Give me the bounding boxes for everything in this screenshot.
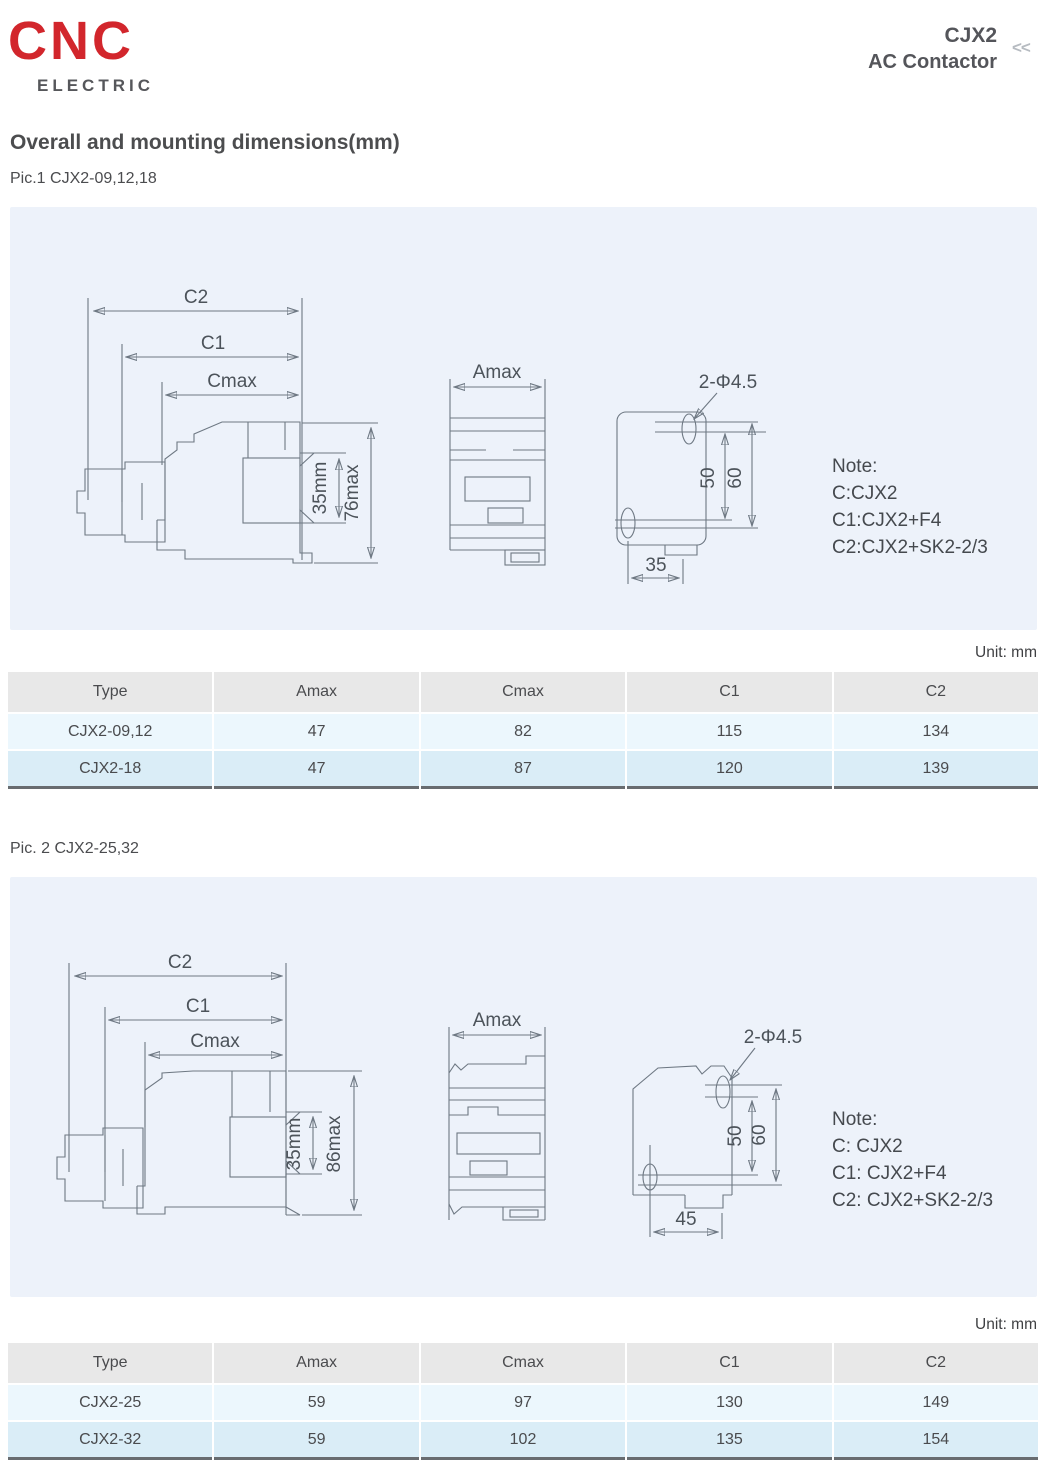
cell-amax: 47 (214, 751, 419, 789)
dim-label-rail-width: 35mm (310, 462, 331, 515)
dim-label-amax: Amax (473, 362, 522, 383)
dimensions-table-1: Type Amax Cmax C1 C2 CJX2-09,12 47 82 11… (8, 672, 1039, 791)
col-header-c2: C2 (833, 1343, 1039, 1383)
dimensions-table-2: Type Amax Cmax C1 C2 CJX2-25 59 97 130 1… (8, 1343, 1039, 1462)
cell-cmax: 102 (420, 1422, 626, 1460)
figure1-caption: Pic.1 CJX2-09,12,18 (10, 170, 157, 187)
table-header-row: Type Amax Cmax C1 C2 (8, 1343, 1039, 1383)
product-header: CJX2 AC Contactor (700, 24, 997, 74)
figure2-mounting-view: 50 60 45 2-Φ4.5 (632, 1027, 802, 1239)
note-line: C:CJX2 (832, 483, 897, 504)
col-header-amax: Amax (214, 672, 419, 712)
table-row: CJX2-09,12 47 82 115 134 (8, 714, 1039, 749)
col-header-type: Type (8, 1343, 213, 1383)
figure2-note: Note: C: CJX2 C1: CJX2+F4 C2: CJX2+SK2-2… (832, 1109, 993, 1211)
figure1-front-view: Amax (449, 362, 546, 566)
table-header-row: Type Amax Cmax C1 C2 (8, 672, 1039, 712)
dim-label-cmax: Cmax (190, 1031, 240, 1052)
dim-label-hole-span: 50 (725, 1125, 746, 1146)
figure1-side-view: C2 C1 Cmax 35mm (76, 287, 378, 564)
dim-label-height-span: 60 (725, 467, 746, 488)
figure2-side-view: C2 C1 Cmax 35mm (56, 952, 362, 1216)
dim-label-base-width: 45 (675, 1209, 696, 1230)
cell-c2: 154 (833, 1422, 1039, 1460)
dim-label-total-height: 86max (324, 1115, 345, 1173)
dim-label-holes: 2-Φ4.5 (744, 1027, 802, 1048)
dim-label-c2: C2 (184, 287, 208, 308)
product-name: AC Contactor (868, 51, 997, 73)
figure1-drawing: C2 C1 Cmax 35mm (76, 287, 988, 584)
dim-label-c1: C1 (186, 996, 210, 1017)
table-row: CJX2-18 47 87 120 139 (8, 751, 1039, 789)
cell-c2: 139 (833, 751, 1039, 789)
figure1-mounting-view: 50 60 35 2-Φ4.5 (615, 372, 766, 584)
dim-label-total-height: 76max (342, 464, 363, 522)
note-line: C1: CJX2+F4 (832, 1163, 947, 1184)
page-title: Overall and mounting dimensions(mm) (10, 131, 400, 154)
table-row: CJX2-32 59 102 135 154 (8, 1422, 1039, 1460)
cell-c2: 134 (833, 714, 1039, 749)
figure1-note: Note: C:CJX2 C1:CJX2+F4 C2:CJX2+SK2-2/3 (832, 456, 988, 558)
dim-label-rail-width: 35mm (284, 1118, 305, 1171)
product-code: CJX2 (944, 24, 997, 47)
figure2-front-view: Amax (448, 1010, 546, 1221)
collapse-icon[interactable]: << (1012, 38, 1031, 57)
dim-label-c2: C2 (168, 952, 192, 973)
figure2-drawing-panel: C2 C1 Cmax 35mm (10, 877, 1037, 1297)
col-header-c1: C1 (627, 1343, 832, 1383)
col-header-type: Type (8, 672, 213, 712)
figure1-drawing-panel: C2 C1 Cmax 35mm (10, 207, 1037, 630)
note-line: C1:CJX2+F4 (832, 510, 942, 531)
cell-c2: 149 (833, 1385, 1039, 1420)
dim-label-cmax: Cmax (207, 371, 257, 392)
dim-label-amax: Amax (473, 1010, 522, 1031)
figure2-drawing: C2 C1 Cmax 35mm (56, 952, 993, 1239)
unit-label: Unit: mm (975, 644, 1037, 661)
col-header-cmax: Cmax (420, 1343, 626, 1383)
cell-type: CJX2-18 (8, 751, 213, 789)
figure2-caption: Pic. 2 CJX2-25,32 (10, 840, 139, 857)
col-header-amax: Amax (214, 1343, 419, 1383)
brand-logo-subtitle: ELECTRIC (37, 76, 154, 95)
dim-label-hole-span: 50 (698, 467, 719, 488)
col-header-c2: C2 (833, 672, 1039, 712)
note-line: C: CJX2 (832, 1136, 903, 1157)
cell-amax: 59 (214, 1385, 419, 1420)
col-header-c1: C1 (627, 672, 832, 712)
brand-logo: CNC (8, 11, 134, 71)
cell-cmax: 97 (420, 1385, 626, 1420)
note-title: Note: (832, 456, 877, 477)
dim-label-holes: 2-Φ4.5 (699, 372, 757, 393)
cell-cmax: 82 (420, 714, 626, 749)
note-line: C2: CJX2+SK2-2/3 (832, 1190, 993, 1211)
cell-type: CJX2-25 (8, 1385, 213, 1420)
cell-type: CJX2-09,12 (8, 714, 213, 749)
cell-amax: 59 (214, 1422, 419, 1460)
cell-c1: 115 (627, 714, 832, 749)
cell-amax: 47 (214, 714, 419, 749)
dim-label-c1: C1 (201, 333, 225, 354)
table-row: CJX2-25 59 97 130 149 (8, 1385, 1039, 1420)
cell-cmax: 87 (420, 751, 626, 789)
note-title: Note: (832, 1109, 877, 1130)
dim-label-height-span: 60 (749, 1124, 770, 1145)
cell-type: CJX2-32 (8, 1422, 213, 1460)
cell-c1: 120 (627, 751, 832, 789)
cell-c1: 130 (627, 1385, 832, 1420)
col-header-cmax: Cmax (420, 672, 626, 712)
note-line: C2:CJX2+SK2-2/3 (832, 537, 988, 558)
unit-label: Unit: mm (975, 1316, 1037, 1333)
cell-c1: 135 (627, 1422, 832, 1460)
dim-label-base-width: 35 (645, 555, 666, 576)
